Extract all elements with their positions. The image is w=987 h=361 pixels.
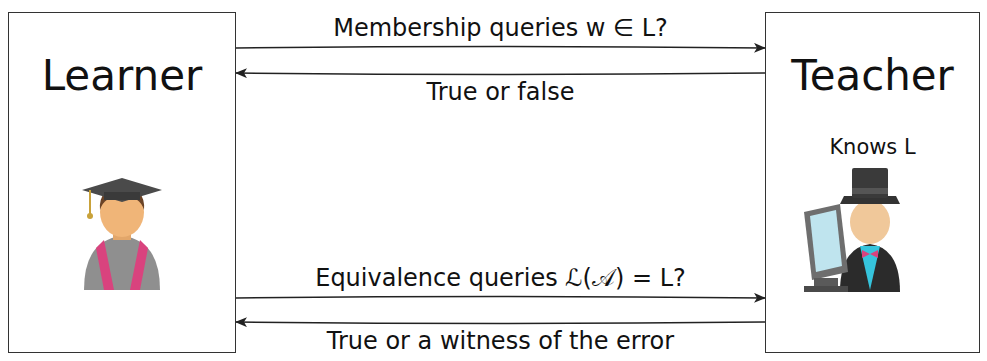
- teacher-icon: [804, 168, 900, 292]
- box-note: Knows L: [766, 135, 979, 159]
- teacher-box: TeacherKnows L: [765, 12, 980, 353]
- box-title: Learner: [9, 51, 235, 100]
- box-title: Teacher: [766, 51, 979, 100]
- message-arrow: [236, 47, 765, 49]
- arrow-label: True or a witness of the error: [323, 328, 678, 354]
- message-arrow: [236, 73, 765, 75]
- arrow-label: True or false: [423, 79, 579, 105]
- message-arrow: [236, 322, 765, 324]
- arrow-label: Equivalence queries ℒ(𝒜) = L?: [311, 265, 690, 291]
- arrow-label: Membership queries w ∈ L?: [329, 15, 672, 41]
- graduate-icon: [82, 178, 162, 290]
- learner-box: Learner: [8, 12, 236, 353]
- message-arrow: [236, 297, 765, 299]
